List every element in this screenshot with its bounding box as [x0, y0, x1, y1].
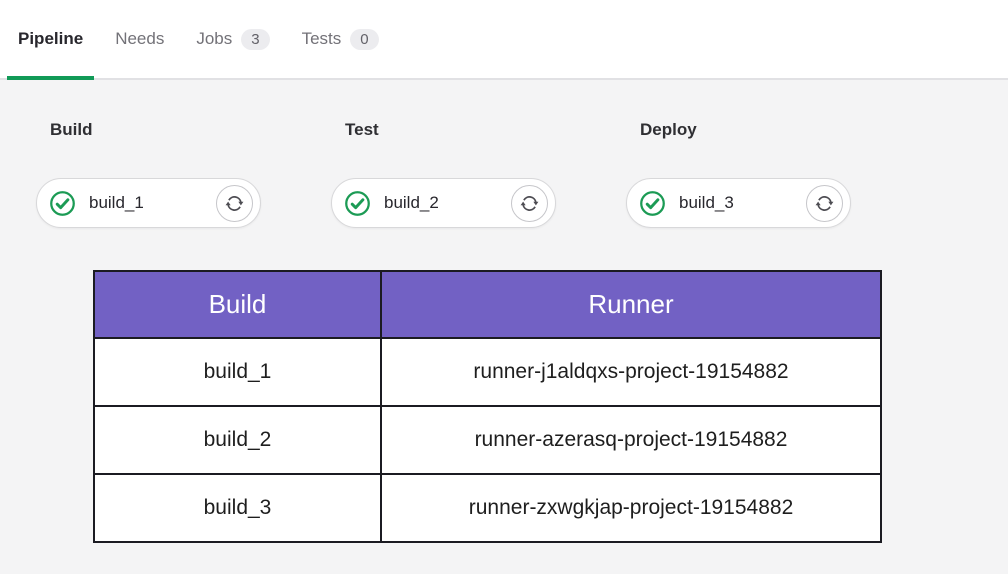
runner-cell: runner-j1aldqxs-project-19154882 — [380, 337, 882, 407]
job-pill-build-3[interactable]: build_3 — [626, 178, 851, 228]
stage-test-title: Test — [345, 120, 379, 139]
job-name: build_1 — [89, 193, 144, 212]
tab-needs[interactable]: Needs — [104, 0, 175, 78]
retry-job-button[interactable] — [216, 184, 253, 222]
column-header-runner: Runner — [380, 270, 882, 339]
tab-pipeline-label: Pipeline — [18, 29, 84, 48]
jobs-count-badge: 3 — [241, 28, 270, 50]
table-header-row: Build Runner — [93, 270, 882, 339]
retry-icon — [225, 195, 244, 211]
tab-tests-label: Tests — [301, 29, 342, 48]
build-cell: build_1 — [93, 337, 382, 407]
table-row: build_1 runner-j1aldqxs-project-19154882 — [93, 337, 882, 407]
retry-icon — [815, 195, 834, 211]
tab-tests[interactable]: Tests 0 — [291, 0, 390, 78]
pipeline-graph-area: Build build_1 — [0, 80, 1008, 574]
job-name: build_3 — [679, 193, 734, 212]
stage-build-title: Build — [50, 120, 93, 139]
table-row: build_2 runner-azerasq-project-19154882 — [93, 405, 882, 475]
stage-deploy-title: Deploy — [640, 120, 697, 139]
build-cell: build_2 — [93, 405, 382, 475]
runner-table: Build Runner build_1 runner-j1aldqxs-pro… — [93, 270, 882, 543]
tab-pipeline[interactable]: Pipeline — [7, 0, 95, 80]
stage-build: Build build_1 — [36, 120, 261, 228]
column-header-build: Build — [93, 270, 382, 339]
stage-test: Test build_2 — [331, 120, 556, 228]
tab-jobs-label: Jobs — [196, 29, 233, 48]
job-pill-build-1[interactable]: build_1 — [36, 178, 261, 228]
tab-needs-label: Needs — [115, 29, 165, 48]
retry-icon — [520, 195, 539, 211]
build-cell: build_3 — [93, 473, 382, 543]
job-name: build_2 — [384, 193, 439, 212]
retry-job-button[interactable] — [511, 184, 548, 222]
table-row: build_3 runner-zxwgkjap-project-19154882 — [93, 473, 882, 543]
job-pill-build-2[interactable]: build_2 — [331, 178, 556, 228]
pipeline-stages: Build build_1 — [36, 120, 1008, 228]
retry-job-button[interactable] — [806, 184, 843, 222]
pipeline-tabbar: Pipeline Needs Jobs 3 Tests 0 — [0, 0, 1008, 80]
tests-count-badge: 0 — [350, 28, 379, 50]
runner-cell: runner-azerasq-project-19154882 — [380, 405, 882, 475]
stage-deploy: Deploy build_3 — [626, 120, 851, 228]
check-circle-icon — [345, 190, 370, 216]
check-circle-icon — [50, 190, 75, 216]
check-circle-icon — [640, 190, 665, 216]
tab-jobs[interactable]: Jobs 3 — [185, 0, 280, 78]
runner-cell: runner-zxwgkjap-project-19154882 — [380, 473, 882, 543]
